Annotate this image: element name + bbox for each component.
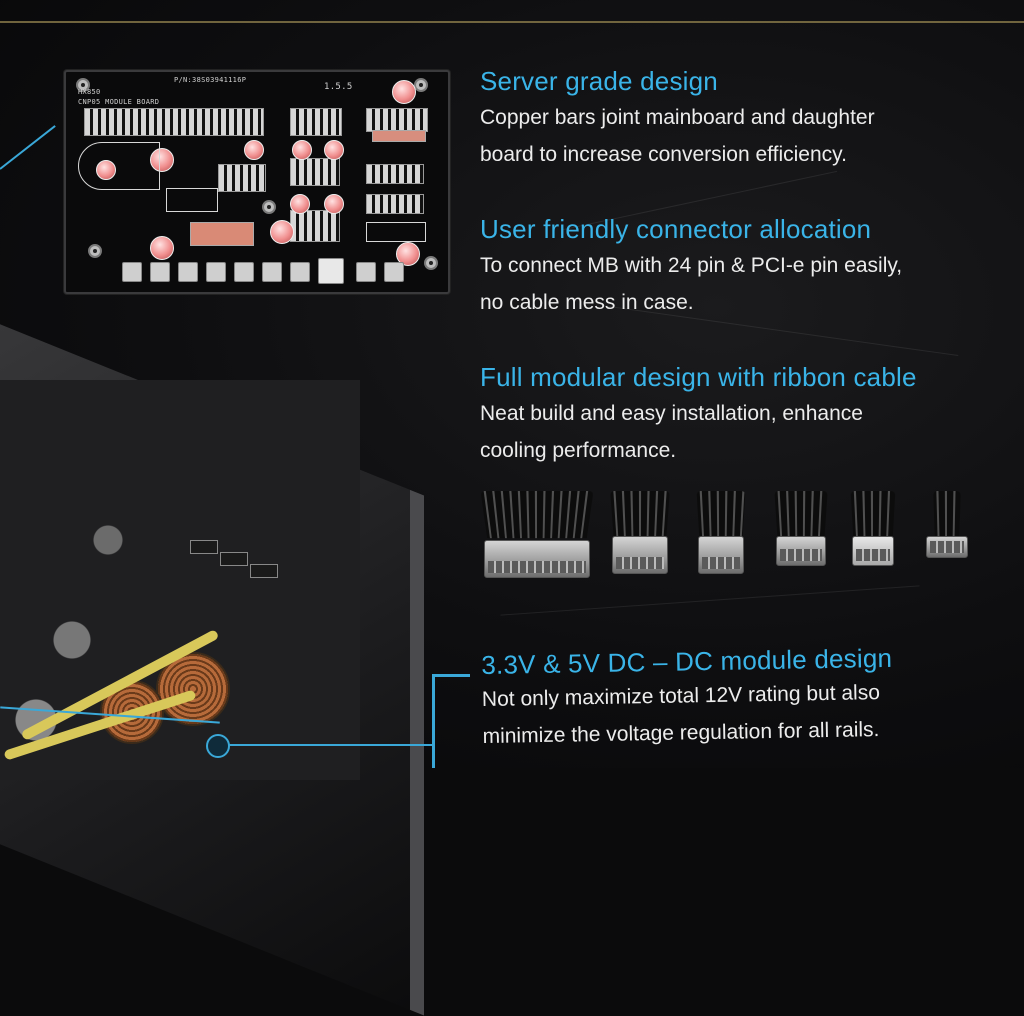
- callout-marker: [206, 734, 230, 758]
- connector-plug: [612, 536, 668, 574]
- mounting-hole: [262, 200, 276, 214]
- psu-internals-image: [0, 380, 360, 780]
- board-name-label: CNP05 MODULE BOARD: [78, 98, 160, 106]
- connector-plug: [484, 540, 590, 578]
- mounting-hole: [414, 78, 428, 92]
- top-rule: [0, 21, 1024, 23]
- callout-bracket: [432, 674, 470, 677]
- feature-line: Neat build and easy installation, enhanc…: [480, 402, 863, 425]
- connector-plug: [926, 536, 968, 558]
- capacitor: [392, 80, 416, 104]
- ribbon-wires: [933, 490, 961, 539]
- capacitor: [290, 194, 310, 214]
- feature-dc-dc-module: 3.3V & 5V DC – DC module design Not only…: [481, 643, 894, 755]
- capacitor: [324, 194, 344, 214]
- ic-chip: [190, 540, 218, 554]
- mounting-hole: [424, 256, 438, 270]
- lot-code-label: 1.5.5: [324, 82, 353, 92]
- resistor-pack: [190, 222, 254, 246]
- solder-pad: [206, 262, 226, 282]
- pin-header: [366, 108, 428, 132]
- capacitor: [244, 140, 264, 160]
- connector-plug: [698, 536, 744, 574]
- ic-chip: [250, 564, 278, 578]
- feature-line: cooling performance.: [480, 439, 677, 462]
- mounting-hole: [76, 78, 90, 92]
- ribbon-wires: [480, 490, 594, 539]
- feature-title: Server grade design: [480, 66, 718, 96]
- pin-header: [366, 194, 424, 214]
- ribbon-wires: [696, 490, 746, 539]
- feature-line: minimize the voltage regulation for all …: [482, 718, 880, 748]
- capacitor: [324, 140, 344, 160]
- capacitor: [292, 140, 312, 160]
- pin-header: [290, 210, 340, 242]
- solder-pad: [262, 262, 282, 282]
- ic-chip: [220, 552, 248, 566]
- feature-full-modular: Full modular design with ribbon cable Ne…: [480, 362, 917, 469]
- feature-line: no cable mess in case.: [480, 291, 694, 314]
- pin-header: [290, 158, 340, 186]
- callout-line: [220, 744, 432, 746]
- feature-line: board to increase conversion efficiency.: [480, 143, 847, 166]
- feature-connector-allocation: User friendly connector allocation To co…: [480, 214, 902, 321]
- ribbon-wires: [850, 490, 896, 539]
- module-board-image: P/N:38S03941116P HX850 CNP05 MODULE BOAR…: [64, 70, 450, 294]
- solder-pad: [122, 262, 142, 282]
- component-outline: [166, 188, 218, 212]
- feature-line: To connect MB with 24 pin & PCI-e pin ea…: [480, 254, 903, 277]
- callout-bracket: [432, 674, 435, 768]
- solder-pad: [150, 262, 170, 282]
- component-outline: [366, 222, 426, 242]
- mounting-hole: [88, 244, 102, 258]
- pin-header: [218, 164, 266, 192]
- resistor: [372, 130, 426, 142]
- solder-pad: [356, 262, 376, 282]
- 24-pin-header: [84, 108, 264, 136]
- solder-pad: [384, 262, 404, 282]
- ribbon-wires: [610, 490, 670, 539]
- solder-pad: [318, 258, 344, 284]
- capacitor: [270, 220, 294, 244]
- ribbon-wires: [774, 490, 828, 539]
- feature-title: Full modular design with ribbon cable: [480, 362, 917, 392]
- connector-plug: [852, 536, 894, 566]
- pin-header: [366, 164, 424, 184]
- solder-pad: [234, 262, 254, 282]
- pin-header: [290, 108, 342, 136]
- board-model-label: HX850: [78, 88, 101, 96]
- solder-pad: [178, 262, 198, 282]
- feature-line: Copper bars joint mainboard and daughter: [480, 106, 875, 129]
- part-number-label: P/N:38S03941116P: [174, 76, 247, 84]
- solder-pad: [290, 262, 310, 282]
- feature-server-grade: Server grade design Copper bars joint ma…: [480, 66, 875, 173]
- component-outline: [78, 142, 160, 190]
- capacitor: [150, 236, 174, 260]
- connector-plug: [776, 536, 826, 566]
- feature-title: User friendly connector allocation: [480, 214, 872, 244]
